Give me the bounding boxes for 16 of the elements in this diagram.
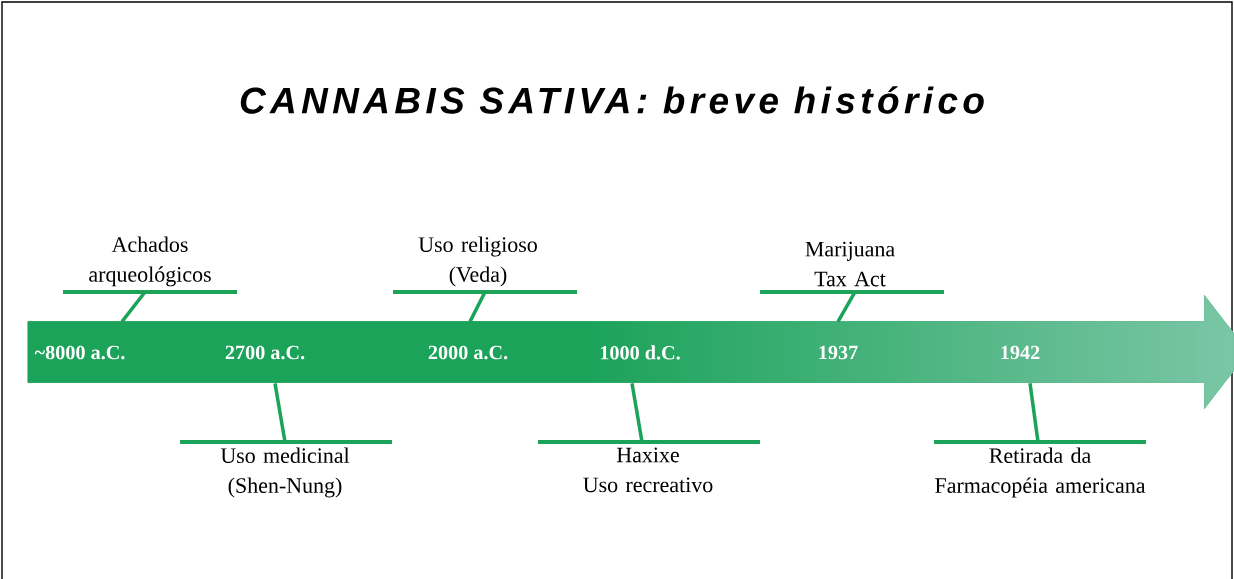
- event-label: Retirada da Farmacopéia americana: [934, 440, 1146, 498]
- title: CANNABIS SATIVA: breve histórico: [240, 86, 984, 114]
- year-label: 1000 d.C.: [600, 345, 680, 360]
- leader-line: [630, 383, 644, 443]
- event-label: Marijuana Tax Act: [760, 241, 944, 294]
- year-label: 2700 a.C.: [225, 345, 305, 360]
- year-label: 1942: [1001, 345, 1040, 360]
- event-label: Haxixe Uso recreativo: [538, 440, 760, 493]
- year-label: 2000 a.C.: [428, 345, 508, 360]
- leader-line: [1028, 383, 1040, 443]
- event-label: Uso medicinal (Shen-Nung): [180, 440, 392, 498]
- event-label: Uso religioso (Veda): [393, 236, 577, 294]
- leader-line: [273, 383, 287, 443]
- year-label: ~8000 a.C.: [34, 345, 125, 360]
- event-label: Achados arqueológicos: [63, 236, 237, 294]
- year-label: 1937: [819, 345, 858, 360]
